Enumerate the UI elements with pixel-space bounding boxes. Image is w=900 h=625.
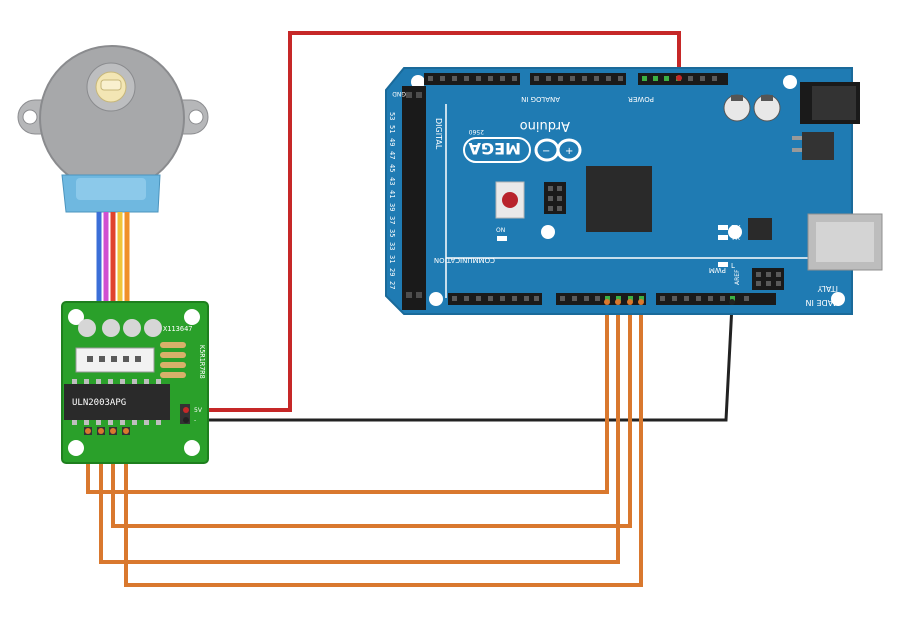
arduino-infinity-logo <box>534 138 582 162</box>
label-digital: DIGITAL <box>434 118 443 150</box>
label-made-in: MADE IN <box>806 298 840 307</box>
icsp-header <box>544 182 566 214</box>
svg-text:49: 49 <box>388 138 396 146</box>
svg-text:35: 35 <box>388 229 396 237</box>
svg-text:−: − <box>542 146 550 157</box>
power-wire <box>188 31 681 412</box>
svg-text:47: 47 <box>388 151 396 159</box>
header-pin-dots <box>428 76 749 301</box>
driver-code-label: X113647 <box>163 325 193 333</box>
resistors <box>160 342 186 378</box>
label-analog-in: ANALOG IN <box>521 95 560 103</box>
svg-text:41: 41 <box>388 190 396 198</box>
stepper-motor <box>17 45 209 352</box>
label-pwm: PWM <box>709 266 726 274</box>
label-on: ON <box>496 227 505 234</box>
label-l: L <box>731 262 735 270</box>
arduino-mega: ANALOG IN POWER DIGITAL GND 53 51 49 47 … <box>385 67 883 315</box>
arduino-brand: Arduino <box>520 118 570 133</box>
bottom-headers <box>448 293 776 305</box>
driver-board: X113647 K5R1R7R8 ULN2003APG <box>61 301 209 464</box>
label-aref: AREF <box>734 269 741 285</box>
resistor-label: K5R1R7R8 <box>198 345 206 379</box>
label-power: POWER <box>628 95 654 103</box>
label-italy: ITALY <box>818 284 838 293</box>
signal-wire-in4 <box>124 302 643 587</box>
svg-text:39: 39 <box>388 203 396 211</box>
svg-text:37: 37 <box>388 216 396 224</box>
arduino-model: MEGA <box>468 139 521 158</box>
atmega-chip <box>586 166 652 232</box>
uln2003-chip <box>64 384 170 420</box>
svg-text:31: 31 <box>388 255 396 263</box>
label-tx: TX <box>730 234 740 242</box>
wire-endpoints <box>85 75 735 434</box>
chip-label: ULN2003APG <box>72 398 126 408</box>
left-pin-labels: 53 51 49 47 45 43 41 39 37 35 33 31 29 2… <box>388 112 396 289</box>
driver-pin-5v: 5V <box>194 407 203 414</box>
label-gnd-left: GND <box>392 90 406 97</box>
signal-wire-in3 <box>111 302 632 528</box>
signal-wire-in2 <box>99 302 620 564</box>
svg-text:51: 51 <box>388 125 396 133</box>
label-rx: RX <box>731 224 741 232</box>
label-communication: COMMUNICATION <box>434 256 495 264</box>
top-headers <box>424 73 728 85</box>
svg-text:53: 53 <box>388 112 396 120</box>
svg-text:45: 45 <box>388 164 396 172</box>
arduino-sub: 2560 <box>469 128 484 135</box>
driver-pin-gnd: - <box>194 417 196 424</box>
svg-text:43: 43 <box>388 177 396 185</box>
svg-text:29: 29 <box>388 268 396 276</box>
left-header <box>402 86 426 310</box>
ground-wire <box>188 304 734 422</box>
svg-text:33: 33 <box>388 242 396 250</box>
svg-text:27: 27 <box>388 281 396 289</box>
svg-text:+: + <box>565 146 573 157</box>
